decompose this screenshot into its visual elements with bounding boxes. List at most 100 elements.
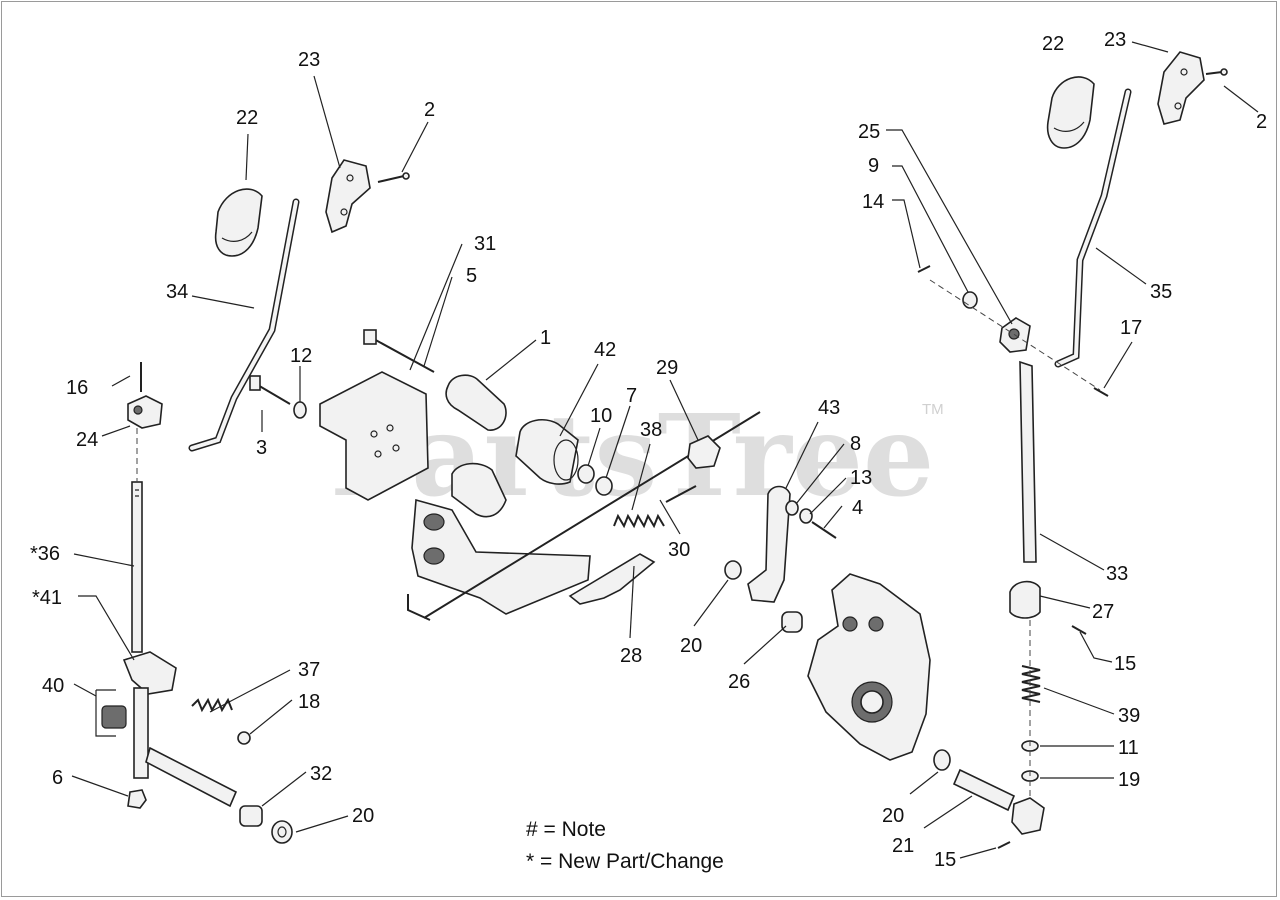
screw-2-left xyxy=(377,175,405,183)
callout-6: 6 xyxy=(52,767,63,789)
washer-9 xyxy=(962,291,978,309)
callout-labels: 23 22 2 34 31 5 1 42 12 16 24 3 10 7 38 … xyxy=(30,29,1267,871)
pin-17 xyxy=(1093,387,1109,397)
callout-42: 42 xyxy=(594,339,616,361)
spring-37 xyxy=(191,697,233,713)
washer-20-right xyxy=(933,749,951,771)
callout-34: 34 xyxy=(166,281,188,303)
mount-plate xyxy=(411,498,591,615)
callout-14: 14 xyxy=(862,191,884,213)
callout-24: 24 xyxy=(76,429,98,451)
callout-32: 32 xyxy=(310,763,332,785)
callout-29: 29 xyxy=(656,357,678,379)
bolt-4 xyxy=(811,521,837,539)
callout-20-left: 20 xyxy=(352,805,374,827)
callout-16: 16 xyxy=(66,377,88,399)
legend-change: * = New Part/Change xyxy=(526,850,724,873)
callout-19: 19 xyxy=(1118,769,1140,791)
nut-7 xyxy=(595,476,613,496)
callout-12: 12 xyxy=(290,345,312,367)
callout-21: 21 xyxy=(892,835,914,857)
callout-25: 25 xyxy=(858,121,880,143)
collar-27 xyxy=(1009,580,1041,619)
lever-bracket-23-right xyxy=(1157,51,1205,125)
callout-37: 37 xyxy=(298,659,320,681)
spacer-40 xyxy=(101,705,127,729)
callout-15-lower: 15 xyxy=(934,849,956,871)
block-29 xyxy=(687,435,721,469)
bushing-32-left xyxy=(239,805,263,827)
pin-15-upper xyxy=(1071,625,1087,635)
pin-15-lower xyxy=(997,841,1011,849)
callout-11: 11 xyxy=(1118,737,1139,759)
washer-10 xyxy=(577,464,595,484)
legend: # = Note * = New Part/Change xyxy=(526,818,724,873)
lower-pivot xyxy=(1011,797,1045,835)
transmission-housing xyxy=(807,573,931,761)
right-lever-assembly xyxy=(917,51,1228,849)
pin-14 xyxy=(917,265,931,273)
callout-22-right: 22 xyxy=(1042,33,1064,55)
spring-38 xyxy=(613,513,665,529)
callout-20-right: 20 xyxy=(882,805,904,827)
callout-27: 27 xyxy=(1092,601,1114,623)
shaft-21 xyxy=(952,768,1016,812)
plate-28 xyxy=(568,553,656,605)
legend-note: # = Note xyxy=(526,818,606,841)
washer-20-left xyxy=(271,820,293,844)
arm-41 xyxy=(122,651,177,695)
callout-5: 5 xyxy=(466,265,477,287)
pivot-block-24 xyxy=(127,395,163,429)
callout-36: *36 xyxy=(30,543,60,565)
arm-43 xyxy=(747,485,791,603)
callout-26: 26 xyxy=(728,671,750,693)
callout-13: 13 xyxy=(850,467,872,489)
callout-3: 3 xyxy=(256,437,267,459)
callout-17: 17 xyxy=(1120,317,1142,339)
center-assembly xyxy=(249,329,931,761)
lever-knob-22-left xyxy=(214,188,263,257)
washer-8 xyxy=(785,500,799,516)
callout-2-right: 2 xyxy=(1256,111,1267,133)
callout-30: 30 xyxy=(668,539,690,561)
callout-41: *41 xyxy=(32,587,62,609)
bolt-5 xyxy=(371,337,435,373)
watermark-trademark: TM xyxy=(922,401,944,418)
washer-13 xyxy=(799,508,813,524)
rod-30 xyxy=(665,485,697,503)
callout-33: 33 xyxy=(1106,563,1128,585)
shaft-33 xyxy=(1019,360,1037,563)
callout-1: 1 xyxy=(540,327,551,349)
callout-43: 43 xyxy=(818,397,840,419)
ball-18 xyxy=(237,731,251,745)
callout-2-left: 2 xyxy=(424,99,435,121)
callout-20-center: 20 xyxy=(680,635,702,657)
callout-7: 7 xyxy=(626,385,637,407)
cross-shaft-32 xyxy=(145,746,238,808)
washer-12 xyxy=(293,401,307,419)
callout-23-left: 23 xyxy=(298,49,320,71)
nut-6 xyxy=(127,789,147,809)
callout-35: 35 xyxy=(1150,281,1172,303)
tube-42 xyxy=(515,419,579,485)
left-lever-assembly xyxy=(95,159,410,844)
callout-23-right: 23 xyxy=(1104,29,1126,51)
lever-bracket-23-left xyxy=(325,159,371,234)
callout-8: 8 xyxy=(850,433,861,455)
callout-15-upper: 15 xyxy=(1114,653,1136,675)
callout-38: 38 xyxy=(640,419,662,441)
shaft-36 xyxy=(131,481,143,653)
callout-9: 9 xyxy=(868,155,879,177)
bushing-1 xyxy=(445,374,507,431)
callout-40: 40 xyxy=(42,675,64,697)
callout-10: 10 xyxy=(590,405,612,427)
screw-2-right xyxy=(1205,71,1223,75)
spring-39 xyxy=(1021,665,1041,703)
leader-lines xyxy=(71,41,1259,859)
bolt-3 xyxy=(255,383,291,405)
callout-18: 18 xyxy=(298,691,320,713)
callout-28: 28 xyxy=(620,645,642,667)
callout-4: 4 xyxy=(852,497,863,519)
bracket-31 xyxy=(319,371,429,501)
